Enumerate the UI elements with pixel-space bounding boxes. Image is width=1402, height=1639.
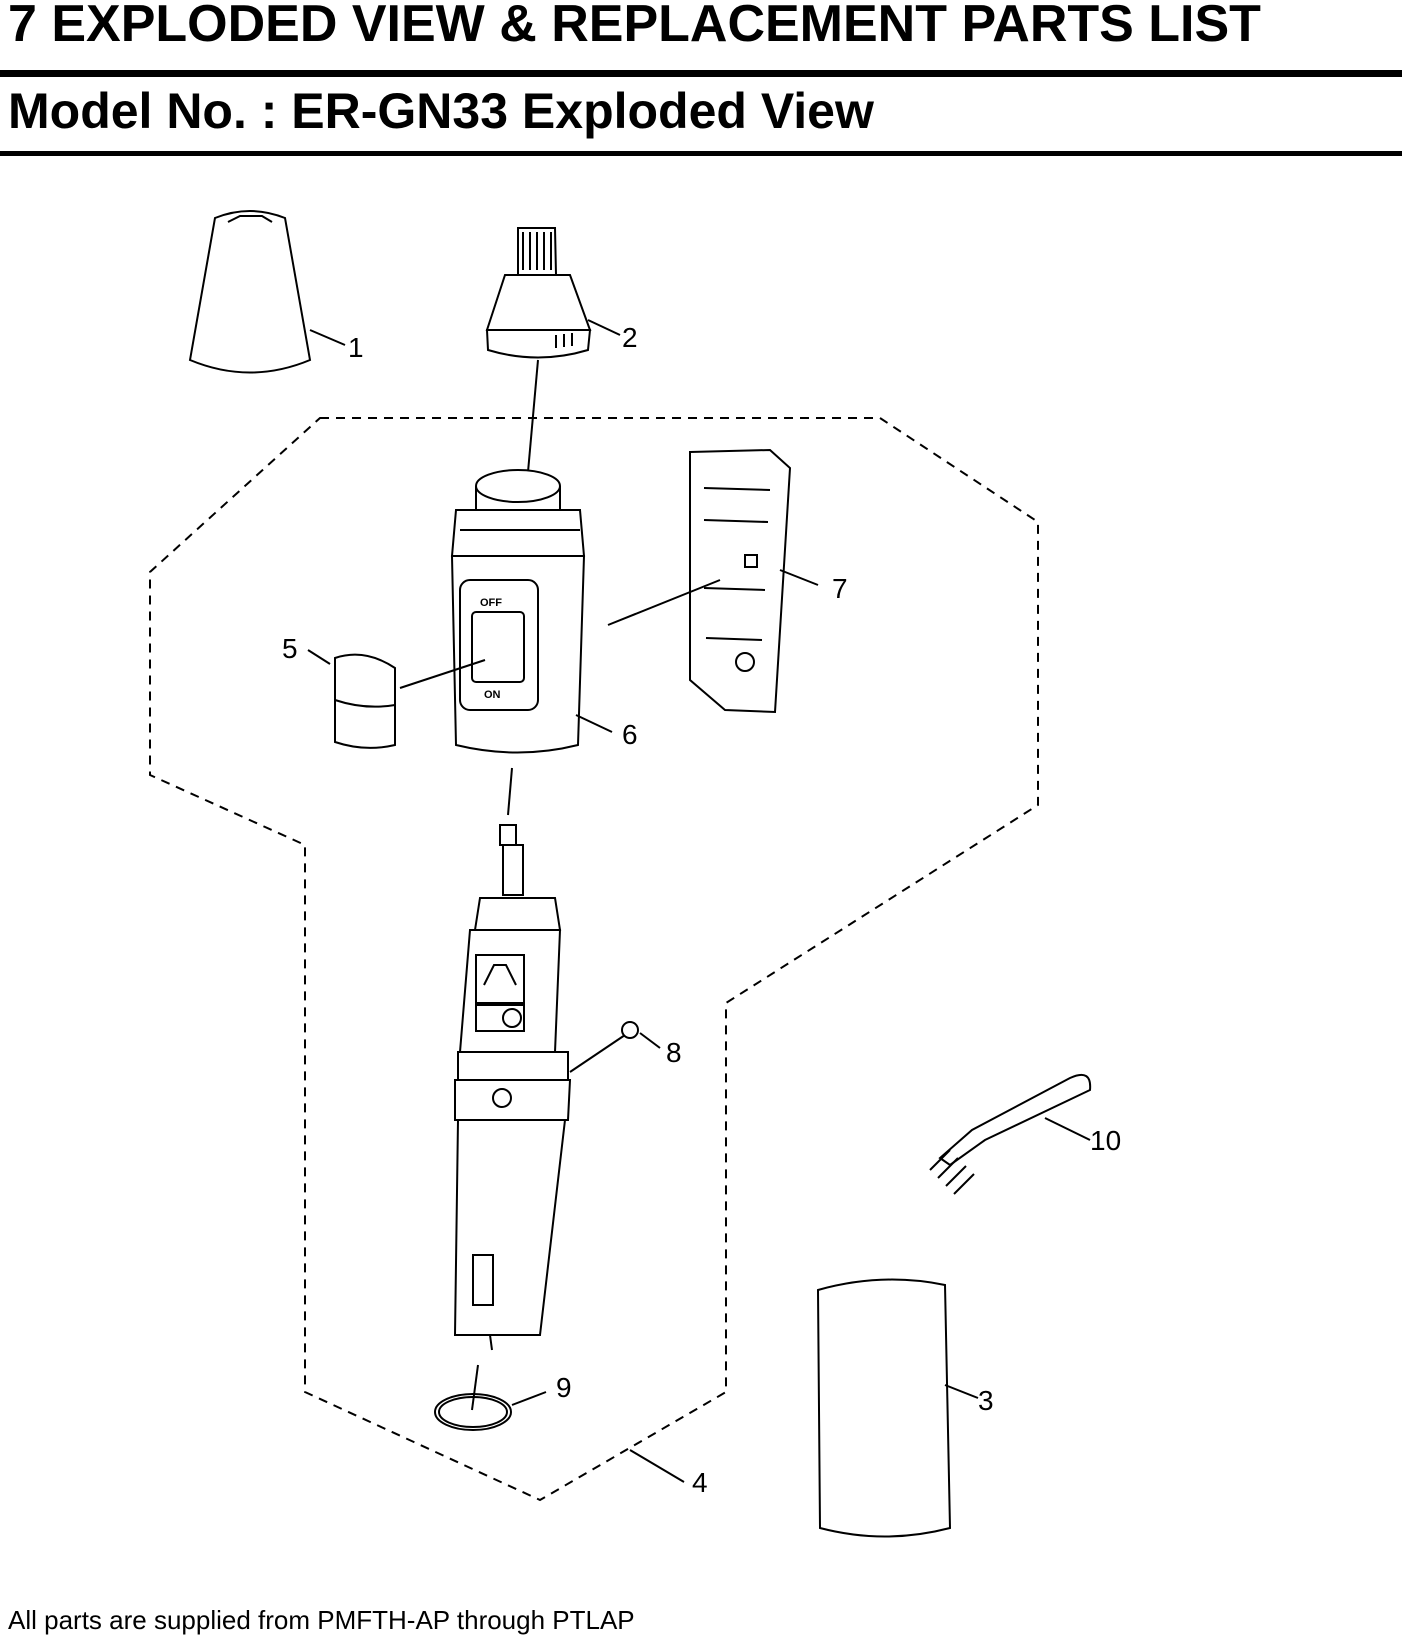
part-7-side-cover xyxy=(607,448,819,714)
callout-6: 6 xyxy=(622,719,638,750)
callout-5: 5 xyxy=(282,633,298,664)
part-1-cap xyxy=(188,210,346,374)
switch-on-label: ON xyxy=(484,689,501,701)
callout-7: 7 xyxy=(832,573,848,604)
callout-10: 10 xyxy=(1090,1125,1121,1156)
part-4-frame-assembly xyxy=(453,824,572,1351)
callout-4: 4 xyxy=(692,1467,708,1498)
callout-8: 8 xyxy=(666,1037,682,1068)
part-3-battery xyxy=(816,1278,979,1538)
part-4-leader xyxy=(629,1449,685,1483)
title-rule xyxy=(0,70,1402,77)
callout-9: 9 xyxy=(556,1372,572,1403)
part-5-switch-knob xyxy=(307,649,486,749)
part-10-cleaning-brush xyxy=(929,1074,1092,1195)
callout-2: 2 xyxy=(622,322,638,353)
part-9-o-ring xyxy=(434,1364,547,1431)
part-8-screw xyxy=(569,1021,661,1073)
callout-3: 3 xyxy=(978,1385,994,1416)
section-title: 7 EXPLODED VIEW & REPLACEMENT PARTS LIST xyxy=(8,0,1261,53)
part-2-blade-head xyxy=(485,227,621,473)
supply-note: All parts are supplied from PMFTH-AP thr… xyxy=(8,1605,635,1635)
part-6-body-case xyxy=(450,469,613,816)
callout-1: 1 xyxy=(348,332,364,363)
assembly-boundary xyxy=(149,417,1039,1502)
page-title: Model No. : ER-GN33 Exploded View xyxy=(8,83,874,139)
switch-off-label: OFF xyxy=(480,597,502,609)
subtitle-rule xyxy=(0,151,1402,156)
